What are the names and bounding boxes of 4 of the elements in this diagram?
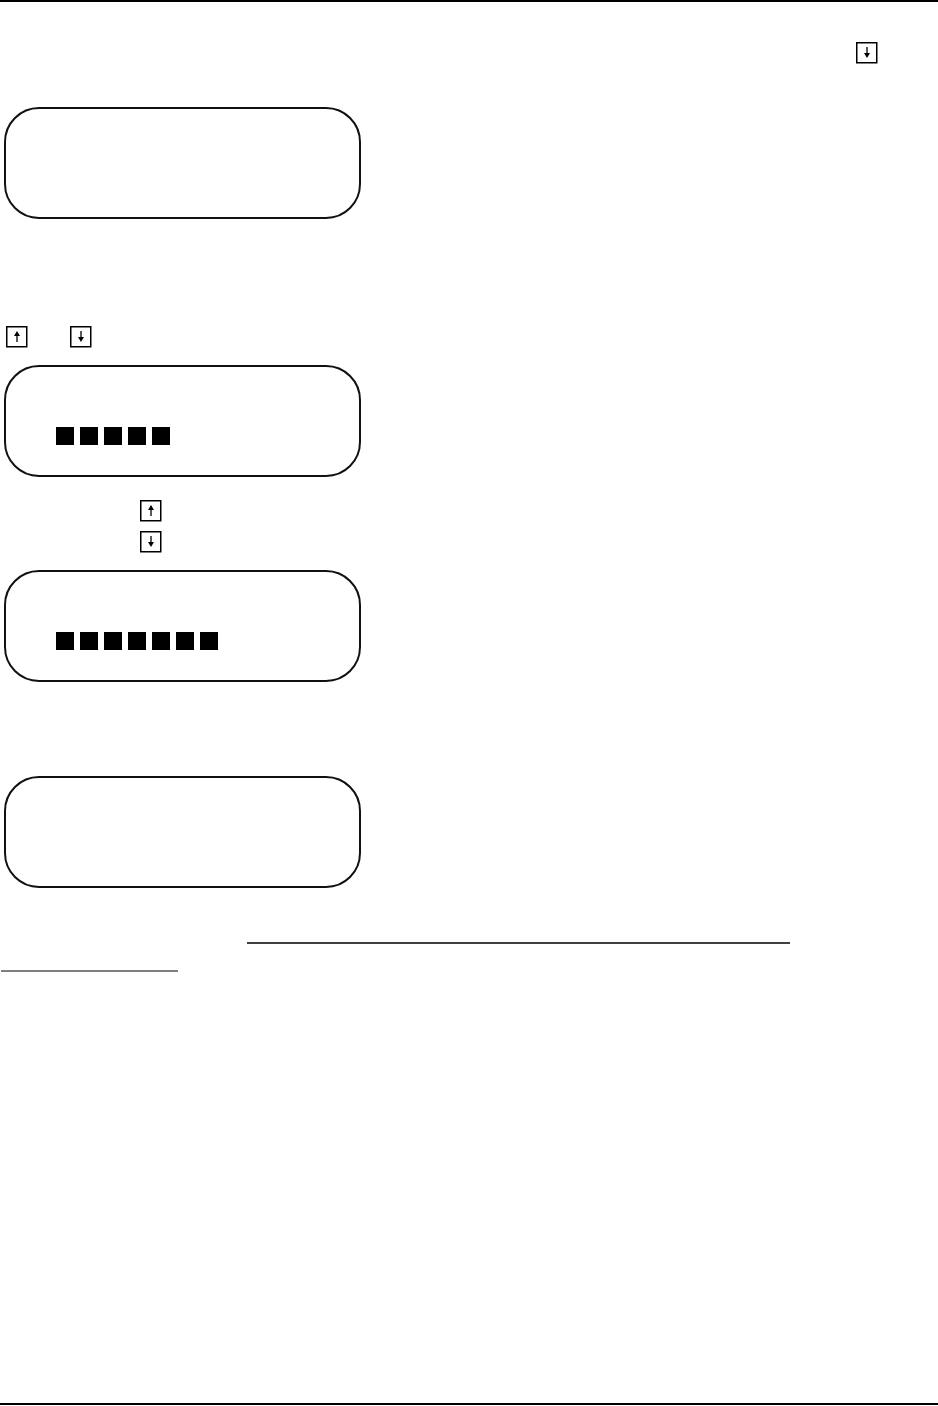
display-box xyxy=(4,776,361,888)
display-box xyxy=(4,570,361,682)
display-box xyxy=(4,107,361,219)
display-box xyxy=(4,365,361,477)
